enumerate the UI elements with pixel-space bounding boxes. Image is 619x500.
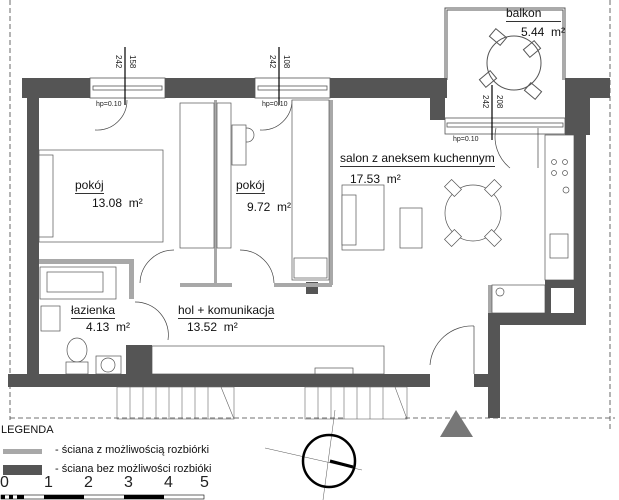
outline-dashes: [9, 0, 615, 430]
window-3-height: 208: [495, 95, 504, 109]
legend-item-removable: - ściana z możliwością rozbiórki: [55, 444, 210, 456]
scale-bar: [0, 494, 205, 500]
room-area-bedroom-2: 9.72 m²: [247, 200, 292, 214]
legend-title: LEGENDA: [1, 424, 54, 436]
room-name-bedroom-1: pokój: [75, 178, 104, 194]
window-1-height: 158: [128, 55, 137, 69]
windows: [89, 77, 566, 135]
removable-walls: [39, 100, 492, 313]
scale-label: 5: [200, 474, 209, 491]
scale-label: 4: [164, 474, 173, 491]
dimension-lines: [124, 47, 493, 140]
room-area-bathroom: 4.13 m²: [86, 320, 131, 334]
room-name-bathroom: łazienka: [71, 303, 116, 319]
room-area-balcony: 5.44 m²: [521, 25, 566, 39]
window-2-sill: hp=0.10: [262, 101, 288, 108]
room-name-balcony: balkon: [506, 6, 562, 22]
room-name-living: salon z aneksem kuchennym: [340, 151, 495, 167]
room-area-hall: 13.52 m²: [187, 320, 238, 334]
window-2-height: 108: [282, 55, 291, 69]
window-1-sill: hp=0.10: [96, 101, 122, 108]
room-area-bedroom-1: 13.08 m²: [92, 196, 143, 210]
room-name-bedroom-2: pokój: [236, 178, 265, 194]
room-area-living: 17.53 m²: [350, 172, 401, 186]
scale-label: 0: [0, 474, 9, 491]
scale-label: 2: [84, 474, 93, 491]
door-swings: [94, 99, 539, 374]
scale-label: 1: [44, 474, 53, 491]
window-3-sill: hp=0.10: [453, 136, 479, 143]
window-2-total-height: 242: [268, 55, 277, 69]
balcony: [444, 7, 566, 101]
stairs: [116, 386, 408, 420]
furniture: [38, 99, 575, 375]
legend-item-permanent: - ściana bez możliwości rozbióki: [55, 463, 212, 475]
compass-icon: [264, 409, 363, 500]
entrance-triangle-icon: [440, 410, 473, 437]
load-bearing-walls: [8, 78, 610, 418]
scale-label: 3: [124, 474, 133, 491]
window-3-total-height: 242: [481, 95, 490, 109]
room-name-hall: hol + komunikacja: [178, 303, 275, 319]
window-1-total-height: 242: [114, 55, 123, 69]
legend-swatch-permanent: [3, 465, 42, 475]
legend-swatch-removable: [3, 449, 42, 454]
